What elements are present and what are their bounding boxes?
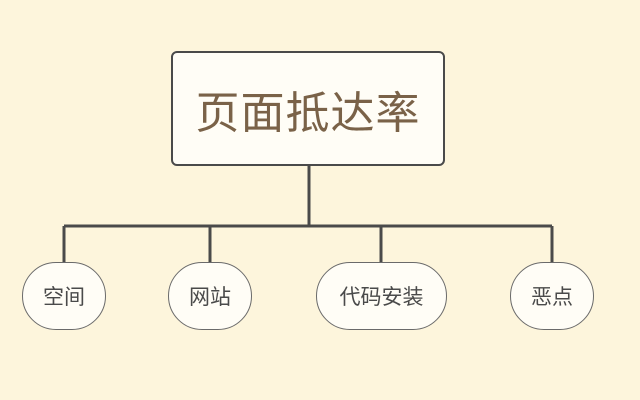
child-node-label: 空间 — [43, 285, 85, 309]
child-node-label: 代码安装 — [339, 285, 424, 309]
child-node-bad-points: 恶点 — [510, 262, 594, 330]
root-node-label: 页面抵达率 — [195, 87, 421, 139]
child-node-space: 空间 — [22, 262, 106, 330]
child-node-code-install: 代码安装 — [316, 262, 447, 330]
child-node-label: 恶点 — [531, 285, 573, 309]
child-node-label: 网站 — [189, 285, 231, 309]
root-node: 页面抵达率 — [171, 51, 445, 166]
child-node-website: 网站 — [168, 262, 252, 330]
